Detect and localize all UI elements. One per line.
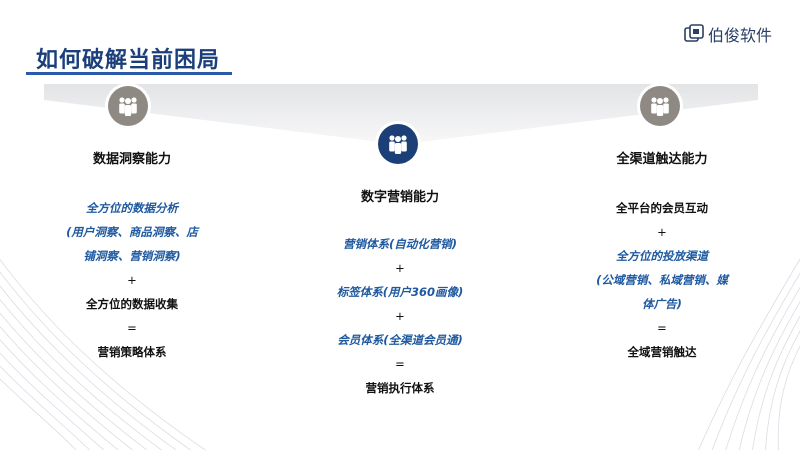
column-line: (用户洞察、商品洞察、店 bbox=[66, 225, 198, 239]
brand-name: 伯俊软件 bbox=[707, 26, 772, 45]
digital-marketing-circle bbox=[378, 124, 418, 164]
people-icon bbox=[389, 135, 407, 154]
column-heading: 全渠道触达能力 bbox=[616, 152, 708, 167]
column-line: = bbox=[395, 357, 405, 371]
column-line: + bbox=[657, 225, 667, 239]
column-line: + bbox=[395, 309, 405, 323]
people-icon bbox=[651, 97, 669, 116]
data-insight-column: 数据洞察能力 全方位的数据分析(用户洞察、商品洞察、店铺洞察、营销洞察)+全方位… bbox=[66, 150, 198, 364]
column-line: 营销体系(自动化营销) bbox=[342, 237, 457, 251]
column-line: 体广告) bbox=[642, 297, 682, 311]
bojun-logo-icon bbox=[684, 24, 704, 42]
column-heading: 数据洞察能力 bbox=[92, 152, 171, 167]
people-icon bbox=[119, 97, 137, 116]
column-line: 全域营销触达 bbox=[627, 345, 697, 359]
column-line: 营销策略体系 bbox=[97, 345, 167, 359]
column-line: 全方位的数据收集 bbox=[86, 297, 178, 311]
column-line: + bbox=[395, 261, 405, 275]
column-line: 标签体系(用户360画像) bbox=[336, 285, 464, 299]
brand: 伯俊软件 bbox=[684, 22, 772, 46]
column-line: 营销执行体系 bbox=[365, 381, 435, 395]
column-lines: 全平台的会员互动 + 全方位的投放渠道 (公域营销、私域营销、媒体广告) = 全域营销触达 bbox=[592, 196, 732, 364]
column-line: 全平台的会员互动 bbox=[616, 201, 708, 215]
title-underline bbox=[26, 72, 232, 75]
column-line: 铺洞察、营销洞察) bbox=[83, 249, 181, 263]
column-lines: 全方位的数据分析 (用户洞察、商品洞察、店铺洞察、营销洞察) + 全方位的数据收集 = 营… bbox=[66, 196, 198, 364]
column-line: 全方位的数据分析 bbox=[86, 201, 178, 215]
omnichannel-column: 全渠道触达能力 全平台的会员互动 + 全方位的投放渠道 (公域营销、私域营销、媒体广告… bbox=[592, 150, 732, 364]
omnichannel-circle bbox=[640, 86, 680, 126]
column-line: (公域营销、私域营销、媒 bbox=[596, 273, 728, 287]
column-heading: 数字营销能力 bbox=[360, 190, 439, 205]
column-line: 全方位的投放渠道 bbox=[616, 249, 708, 263]
page-title: 如何破解当前困局 bbox=[36, 48, 221, 73]
column-line: = bbox=[127, 321, 137, 335]
data-insight-circle bbox=[108, 86, 148, 126]
digital-marketing-column: 数字营销能力 营销体系(自动化营销) + 标签体系(用户360画像) + 会员体系(全渠… bbox=[320, 188, 480, 400]
column-line: + bbox=[127, 273, 137, 287]
column-lines: 营销体系(自动化营销) + 标签体系(用户360画像) + 会员体系(全渠道会员通) = 营… bbox=[320, 232, 480, 400]
column-line: 会员体系(全渠道会员通) bbox=[337, 333, 463, 347]
column-line: = bbox=[657, 321, 667, 335]
